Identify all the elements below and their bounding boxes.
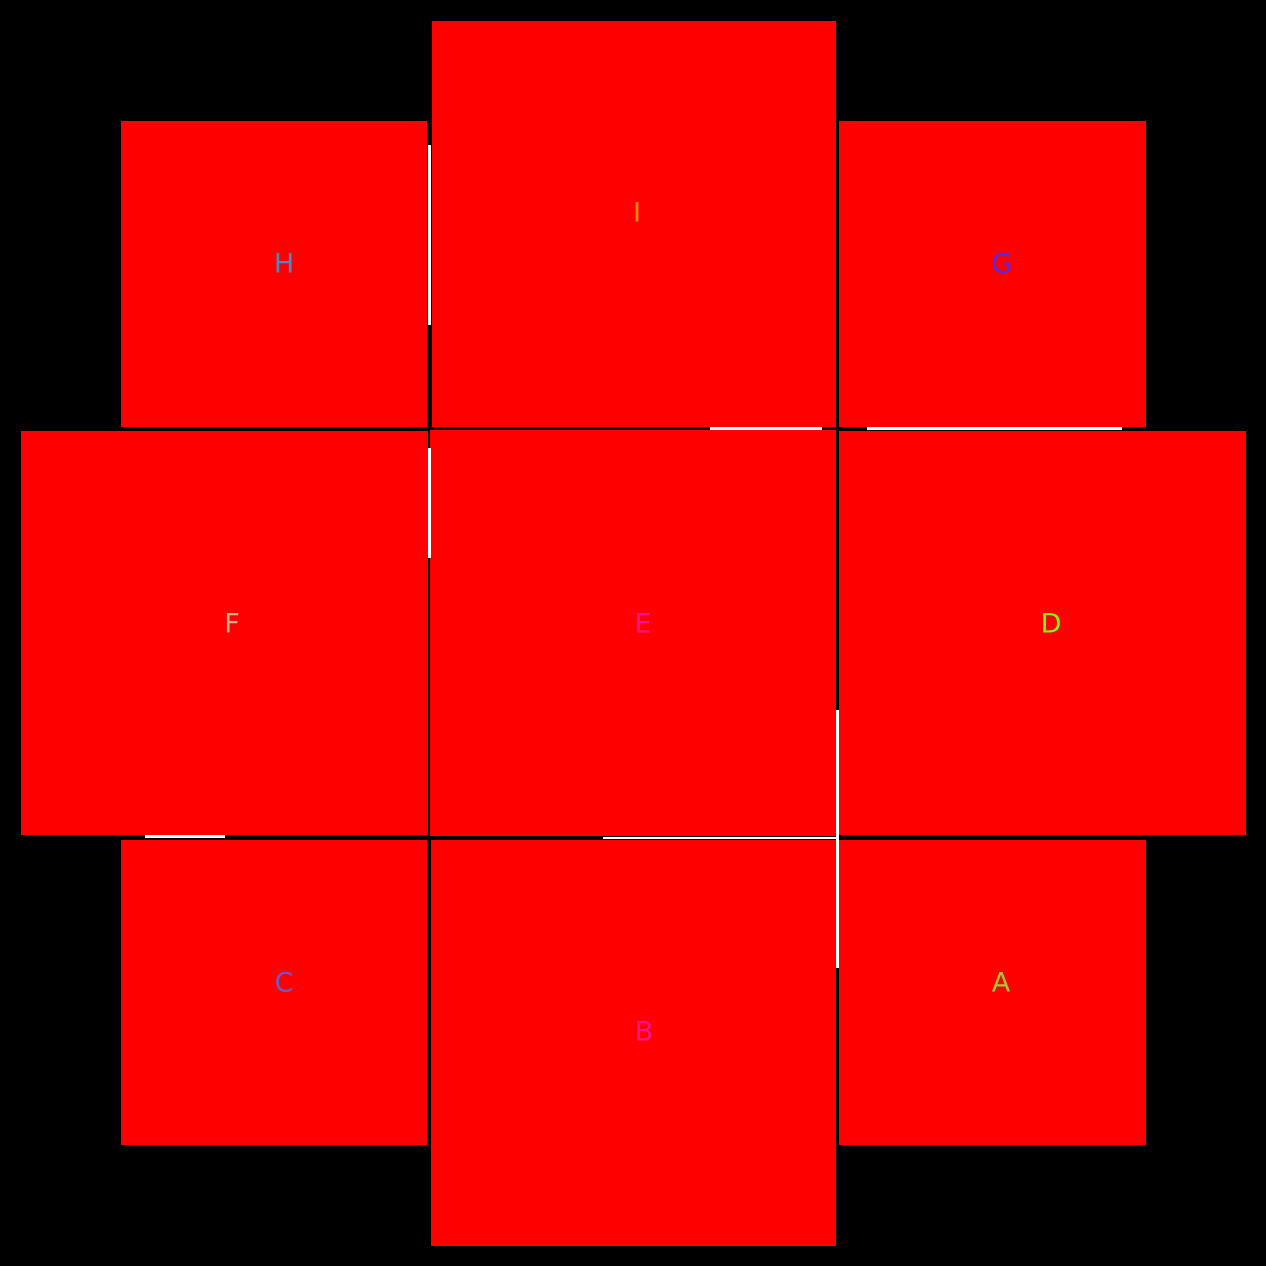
tile-i: [432, 21, 836, 427]
tile-seam: [145, 835, 225, 838]
tile-a: [839, 840, 1146, 1145]
tile-label-b: B: [634, 1016, 654, 1048]
tile-b: [431, 840, 836, 1246]
tile-c: [121, 840, 427, 1145]
tile-label-a: A: [991, 967, 1011, 999]
tile-label-c: C: [274, 967, 294, 999]
tile-seam: [428, 145, 431, 325]
tile-label-d: D: [1040, 608, 1062, 640]
tile-e: [430, 430, 836, 836]
tile-label-h: H: [273, 248, 295, 280]
tile-seam: [836, 710, 839, 968]
tile-f: [21, 431, 428, 835]
tile-d: [839, 431, 1246, 835]
tile-g: [839, 121, 1146, 427]
tile-seam: [867, 427, 1122, 430]
tile-label-f: F: [224, 608, 240, 640]
tile-label-i: I: [633, 197, 641, 229]
tile-label-e: E: [634, 608, 652, 640]
tile-seam: [603, 837, 836, 839]
tile-seam: [428, 448, 431, 558]
tile-label-g: G: [991, 248, 1013, 280]
tile-seam: [710, 427, 822, 430]
tile-h: [121, 121, 427, 427]
